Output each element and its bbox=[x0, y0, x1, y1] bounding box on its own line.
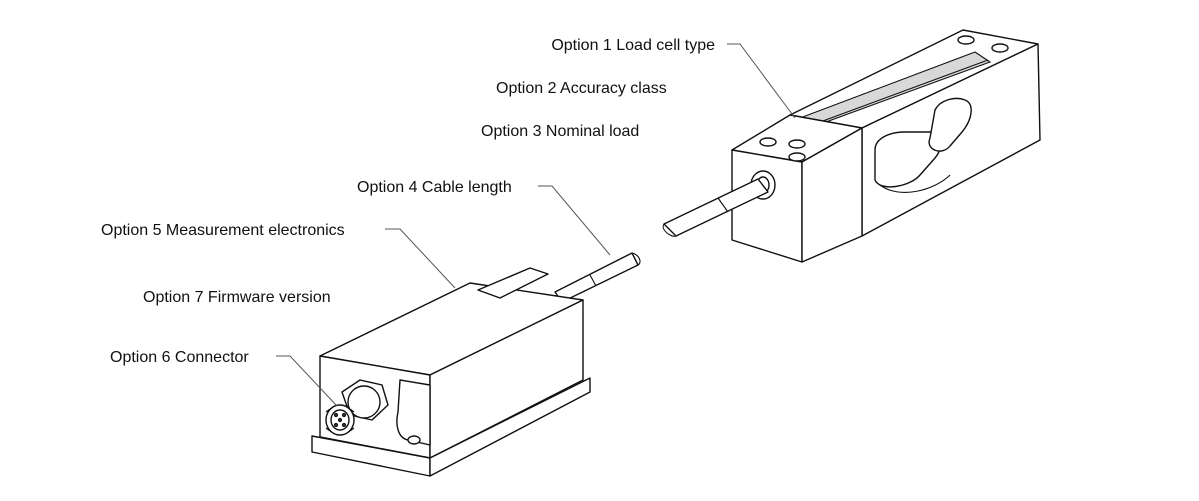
label-option7: Option 7 Firmware version bbox=[143, 289, 331, 306]
load-cell-bolt-hole-3 bbox=[788, 152, 806, 162]
callout-labels: Option 1 Load cell type Option 2 Accurac… bbox=[101, 37, 715, 366]
label-option3: Option 3 Nominal load bbox=[481, 123, 639, 140]
label-option6: Option 6 Connector bbox=[110, 349, 249, 366]
housing-mounting-ear bbox=[396, 379, 431, 446]
cable-segment-left bbox=[554, 252, 639, 303]
load-cell-hole-top-2 bbox=[991, 43, 1009, 53]
load-cell-bolt-hole-2 bbox=[788, 139, 806, 149]
load-cell-block-side bbox=[801, 127, 863, 263]
housing-strain-relief bbox=[477, 267, 549, 299]
label-option1: Option 1 Load cell type bbox=[551, 37, 715, 54]
connector-body bbox=[347, 385, 381, 419]
load-cell-block-front bbox=[731, 149, 803, 263]
label-option2: Option 2 Accuracy class bbox=[496, 80, 667, 97]
leader-option6 bbox=[276, 355, 338, 407]
label-option4: Option 4 Cable length bbox=[357, 179, 512, 196]
cable-segment-right bbox=[663, 178, 769, 237]
leader-option1 bbox=[727, 43, 796, 119]
load-cell-hole-top-1 bbox=[957, 35, 975, 45]
load-cell bbox=[731, 29, 1041, 263]
leader-lines bbox=[276, 43, 796, 407]
electronics-housing bbox=[311, 267, 591, 477]
label-option5: Option 5 Measurement electronics bbox=[101, 222, 345, 239]
cable bbox=[554, 178, 769, 303]
housing-mount-hole bbox=[407, 435, 421, 445]
leader-option5 bbox=[385, 228, 456, 289]
load-cell-cutout-2 bbox=[928, 97, 972, 152]
leader-option4 bbox=[538, 185, 611, 256]
load-cell-bolt-hole-1 bbox=[759, 137, 777, 147]
